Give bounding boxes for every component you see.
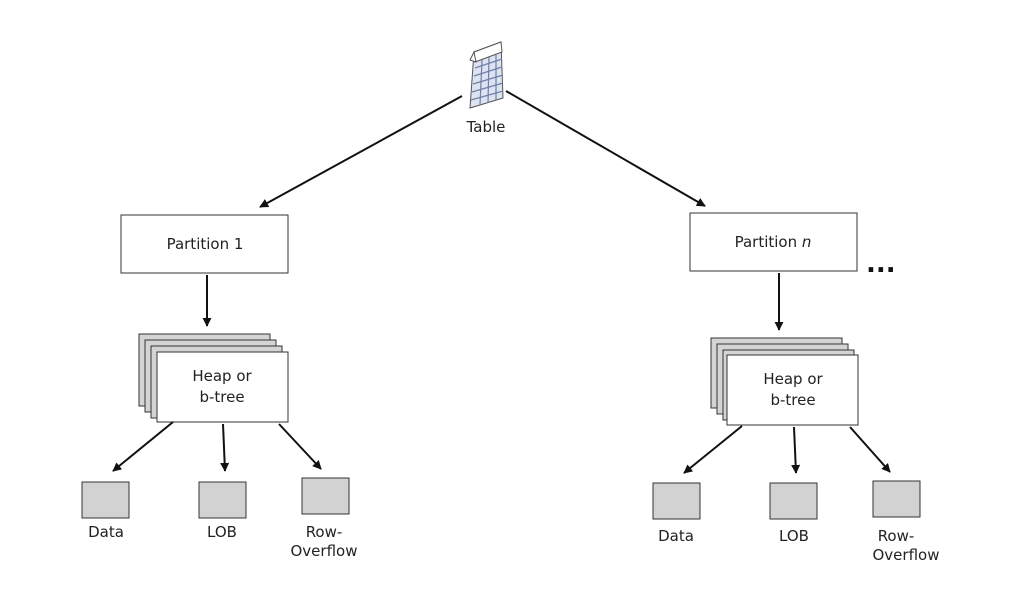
alloc-unit-row-overflow-1-line2: Overflow: [291, 542, 358, 560]
more-partitions-indicator: ...: [866, 249, 896, 279]
alloc-unit-lob-n: [769, 482, 818, 520]
arrow-structure-1-to-lob: [220, 423, 230, 472]
arrow-structure-n-to-lob: [791, 426, 801, 474]
alloc-unit-lob-1: [198, 481, 247, 519]
arrow-structure-1-to-row-overflow: [278, 423, 322, 470]
alloc-unit-row-overflow-n-line2: Overflow: [873, 546, 940, 564]
arrow-table-to-partition-1: [259, 95, 463, 208]
alloc-unit-data-n-label: Data: [658, 527, 694, 545]
alloc-unit-row-overflow-1: [301, 477, 350, 515]
alloc-unit-row-overflow-n-line1: Row-: [878, 527, 915, 545]
partition-1-group: Partition 1 Heap or b-tree Data LOB Row-…: [81, 214, 358, 560]
arrow-table-to-partition-n: [505, 90, 706, 207]
table-label: Table: [466, 118, 506, 136]
arrow-structure-n-to-row-overflow: [849, 426, 891, 473]
alloc-unit-row-overflow-1-line1: Row-: [306, 523, 343, 541]
partition-n-label: Partition n: [735, 233, 812, 251]
alloc-unit-row-overflow-n: [872, 480, 921, 518]
table-icon: [469, 41, 504, 109]
structure-stack-n: [710, 337, 859, 426]
structure-stack-1: [138, 333, 289, 423]
structure-n-line2: b-tree: [770, 391, 815, 409]
structure-n-line1: Heap or: [763, 370, 823, 388]
structure-box-n: [726, 354, 859, 426]
arrow-structure-1-to-data: [112, 421, 174, 472]
alloc-unit-data-n: [652, 482, 701, 520]
arrow-structure-n-to-data: [683, 425, 743, 474]
alloc-unit-lob-n-label: LOB: [779, 527, 809, 545]
structure-box-1: [156, 351, 289, 423]
partition-1-label: Partition 1: [167, 235, 244, 253]
structure-1-line1: Heap or: [192, 367, 252, 385]
alloc-unit-data-1-label: Data: [88, 523, 124, 541]
partition-n-group: Partition n ... Heap or b-tree Data LOB …: [652, 212, 940, 564]
partition-1-box: [120, 214, 289, 274]
alloc-unit-lob-1-label: LOB: [207, 523, 237, 541]
partition-n-box: [689, 212, 858, 272]
alloc-unit-data-1: [81, 481, 130, 519]
structure-1-line2: b-tree: [199, 388, 244, 406]
